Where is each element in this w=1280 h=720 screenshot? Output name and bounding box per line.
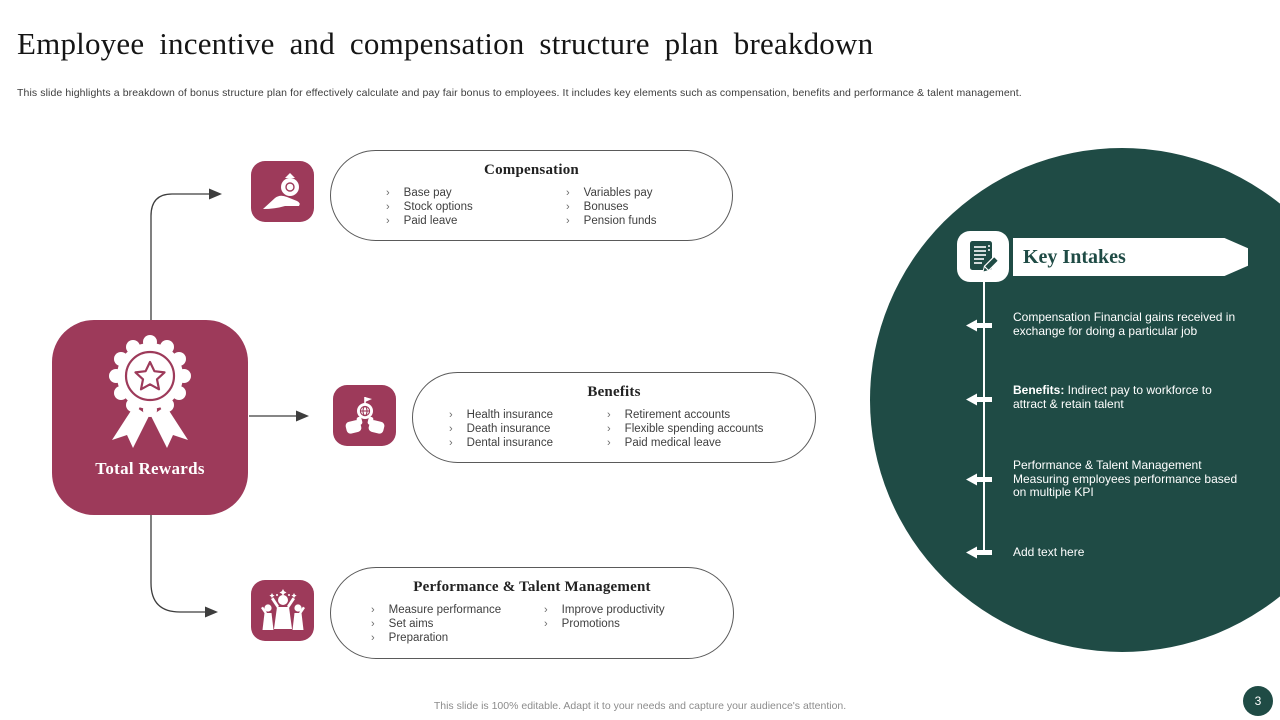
total-rewards-card[interactable]: Total Rewards (52, 320, 248, 515)
branch-list-left: Base pay Stock options Paid leave (386, 186, 566, 228)
timeline-arrow-icon (966, 319, 992, 332)
key-intake-text: Add text here (1013, 545, 1085, 559)
hand-money-bag-icon (251, 161, 314, 222)
list-item: Pension funds (566, 214, 657, 228)
list-item: Paid medical leave (607, 436, 763, 450)
branch-box-benefits[interactable]: Benefits Health insurance Death insuranc… (412, 372, 816, 463)
key-intake-text: Compensation Financial gains received in… (1013, 310, 1236, 338)
branch-title: Benefits (587, 384, 641, 400)
total-rewards-label: Total Rewards (95, 459, 205, 478)
key-intakes-title: Key Intakes (1023, 246, 1126, 268)
list-item: Death insurance (449, 422, 607, 436)
key-intake-bold: Benefits: (1013, 383, 1065, 397)
timeline-arrow-icon (966, 546, 992, 559)
notes-pencil-icon (957, 231, 1009, 282)
branch-list-right: Variables pay Bonuses Pension funds (566, 186, 657, 228)
key-intake-text: Performance & Talent Management Measurin… (1013, 458, 1238, 499)
hands-holding-coin-icon (333, 385, 396, 446)
key-intake-item: Add text here (1013, 545, 1245, 560)
slide-subtitle: This slide highlights a breakdown of bon… (17, 87, 1022, 99)
list-item: Preparation (371, 631, 544, 645)
key-intake-text: Indirect pay to workforce to attract & r… (1013, 383, 1212, 411)
timeline-arrow-icon (966, 393, 992, 406)
key-intake-item: Performance & Talent Management Measurin… (1013, 458, 1245, 500)
award-ribbon-icon (109, 335, 191, 448)
list-item: Variables pay (566, 186, 657, 200)
branch-list-left: Measure performance Set aims Preparation (371, 603, 544, 645)
key-intake-item: Compensation Financial gains received in… (1013, 310, 1245, 338)
branch-list-right: Retirement accounts Flexible spending ac… (607, 408, 764, 450)
branch-list-left: Health insurance Death insurance Dental … (449, 408, 607, 450)
list-item: Base pay (386, 186, 566, 200)
team-celebration-icon (251, 580, 314, 641)
list-item: Set aims (371, 617, 544, 631)
branch-box-compensation[interactable]: Compensation Base pay Stock options Paid… (330, 150, 733, 241)
team-celebration-glyph (260, 588, 305, 630)
timeline-arrow-icon (966, 473, 992, 486)
list-item: Retirement accounts (607, 408, 763, 422)
page-title: Employee incentive and compensation stru… (17, 26, 874, 61)
list-item: Flexible spending accounts (607, 422, 764, 436)
list-item: Improve productivity (544, 603, 665, 617)
list-item: Stock options (386, 200, 566, 214)
key-intake-item: Benefits: Indirect pay to workforce to a… (1013, 383, 1245, 411)
list-item: Paid leave (386, 214, 566, 228)
branch-list-right: Improve productivity Promotions (544, 603, 665, 645)
list-item: Bonuses (566, 200, 657, 214)
list-item: Promotions (544, 617, 665, 631)
key-intakes-panel (870, 148, 1280, 652)
list-item: Dental insurance (449, 436, 607, 450)
branch-box-performance[interactable]: Performance & Talent Management Measure … (330, 567, 734, 659)
notes-pencil-glyph (970, 240, 999, 273)
list-item: Measure performance (371, 603, 544, 617)
page-number-badge: 3 (1243, 686, 1273, 716)
branch-title: Compensation (484, 162, 579, 178)
hands-holding-coin-glyph (345, 396, 384, 434)
key-intakes-header: Key Intakes (1013, 238, 1248, 276)
footer-note: This slide is 100% editable. Adapt it to… (433, 700, 847, 712)
branch-title: Performance & Talent Management (413, 579, 651, 595)
list-item: Health insurance (449, 408, 607, 422)
timeline-line (983, 282, 985, 553)
hand-money-bag-glyph (262, 172, 300, 209)
